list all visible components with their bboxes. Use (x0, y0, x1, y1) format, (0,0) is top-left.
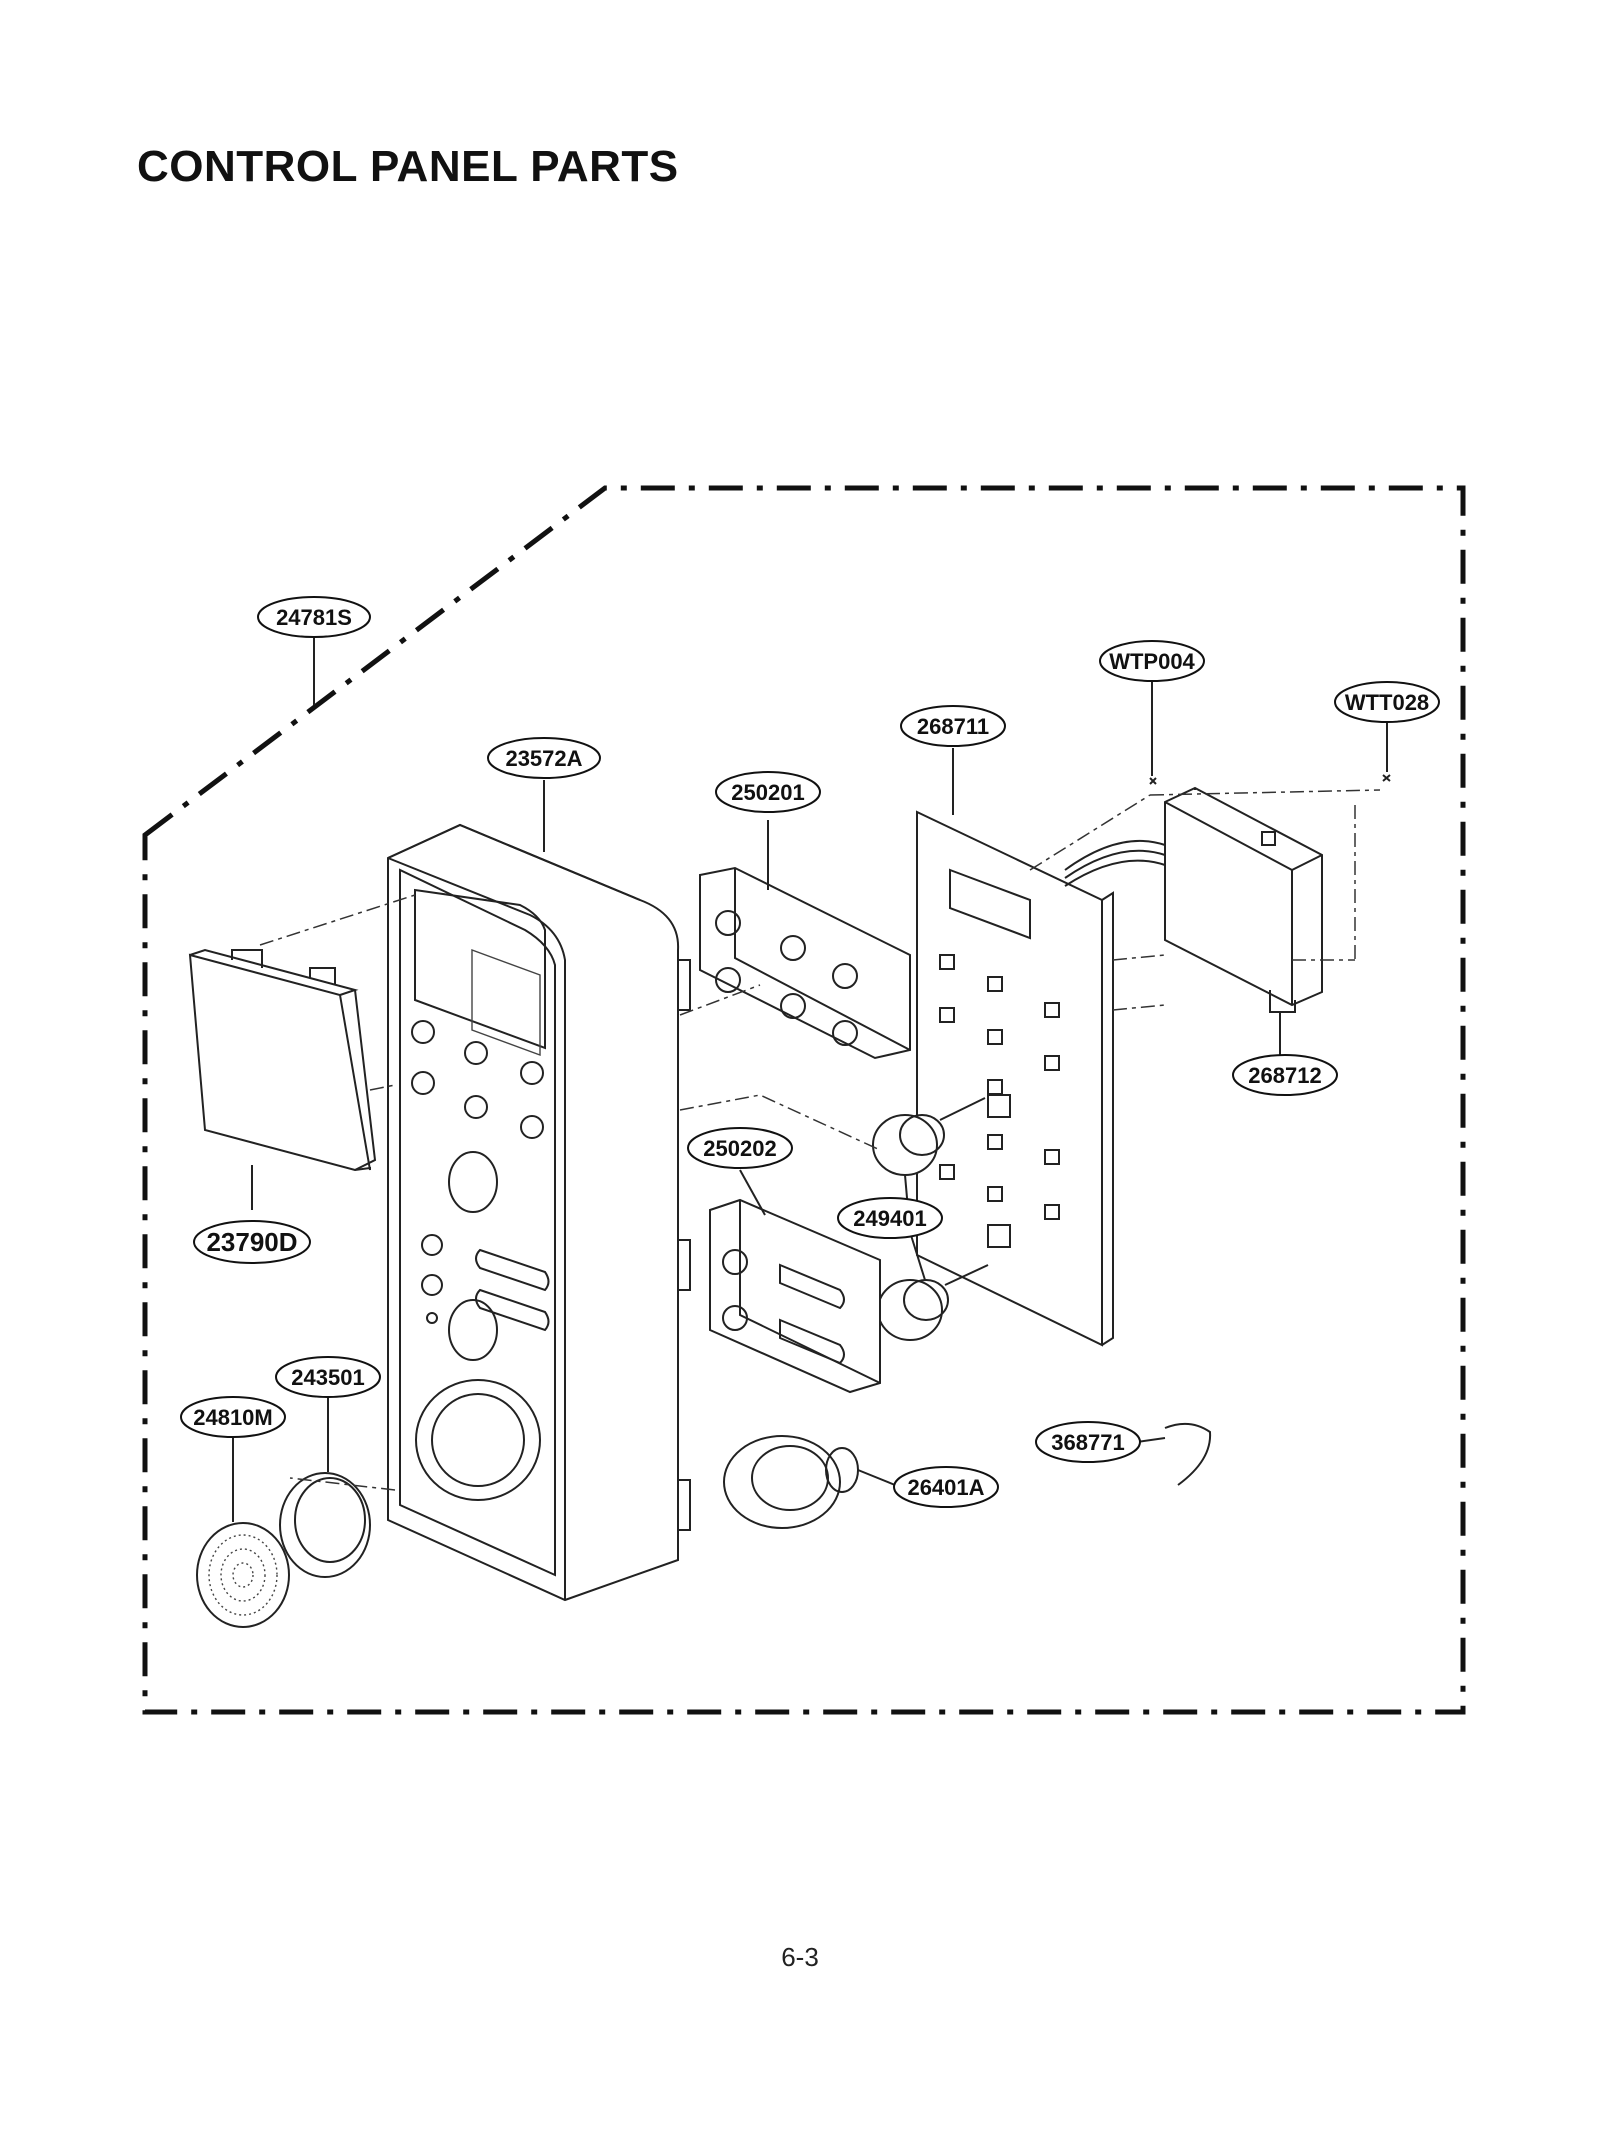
page-title: CONTROL PANEL PARTS (137, 142, 679, 191)
assembly-guide-lines (259, 789, 1381, 1491)
callout-268712: 268712 (1232, 1054, 1338, 1096)
control-panel-housing (387, 823, 691, 1602)
svg-text:24810M: 24810M (193, 1405, 273, 1430)
svg-text:23572A: 23572A (505, 746, 582, 771)
door-button-part (188, 948, 377, 1172)
wire-harness-part (1164, 1422, 1212, 1486)
callout-26401A: 26401A (893, 1466, 999, 1508)
knob-holder-upper-part (699, 866, 911, 1060)
callout-249401: 249401 (837, 1197, 943, 1239)
buzzer-part (723, 1435, 859, 1529)
sub-pcb-part (1064, 786, 1323, 1013)
callout-24781S: 24781S (257, 596, 371, 638)
callout-23572A: 23572A (487, 737, 601, 779)
page-number: 6-3 (781, 1942, 819, 1972)
speaker-ring-part (279, 1472, 371, 1578)
callout-WTT028: WTT028 (1334, 681, 1440, 723)
screw-parts (1149, 774, 1391, 785)
knob-parts (872, 1097, 989, 1341)
callout-250202: 250202 (687, 1127, 793, 1169)
assembly-boundary (142, 485, 1466, 1715)
svg-text:WTP004: WTP004 (1109, 649, 1195, 674)
svg-text:23790D: 23790D (206, 1227, 297, 1257)
main-pcb-part (916, 810, 1114, 1347)
callout-368771: 368771 (1035, 1421, 1141, 1463)
svg-text:243501: 243501 (291, 1365, 364, 1390)
callout-243501: 243501 (275, 1356, 381, 1398)
callout-250201: 250201 (715, 771, 821, 813)
callout-23790D: 23790D (193, 1220, 311, 1264)
svg-text:249401: 249401 (853, 1206, 926, 1231)
callout-WTP004: WTP004 (1099, 640, 1205, 682)
svg-text:250202: 250202 (703, 1136, 776, 1161)
svg-text:WTT028: WTT028 (1345, 690, 1429, 715)
svg-text:368771: 368771 (1051, 1430, 1124, 1455)
svg-text:24781S: 24781S (276, 605, 352, 630)
speaker-grille-part (196, 1522, 290, 1628)
knob-holder-lower-part (709, 1198, 881, 1394)
svg-text:26401A: 26401A (907, 1475, 984, 1500)
callout-24810M: 24810M (180, 1396, 286, 1438)
svg-text:250201: 250201 (731, 780, 804, 805)
svg-text:268712: 268712 (1248, 1063, 1321, 1088)
callout-268711: 268711 (900, 705, 1006, 747)
svg-text:268711: 268711 (917, 714, 989, 739)
